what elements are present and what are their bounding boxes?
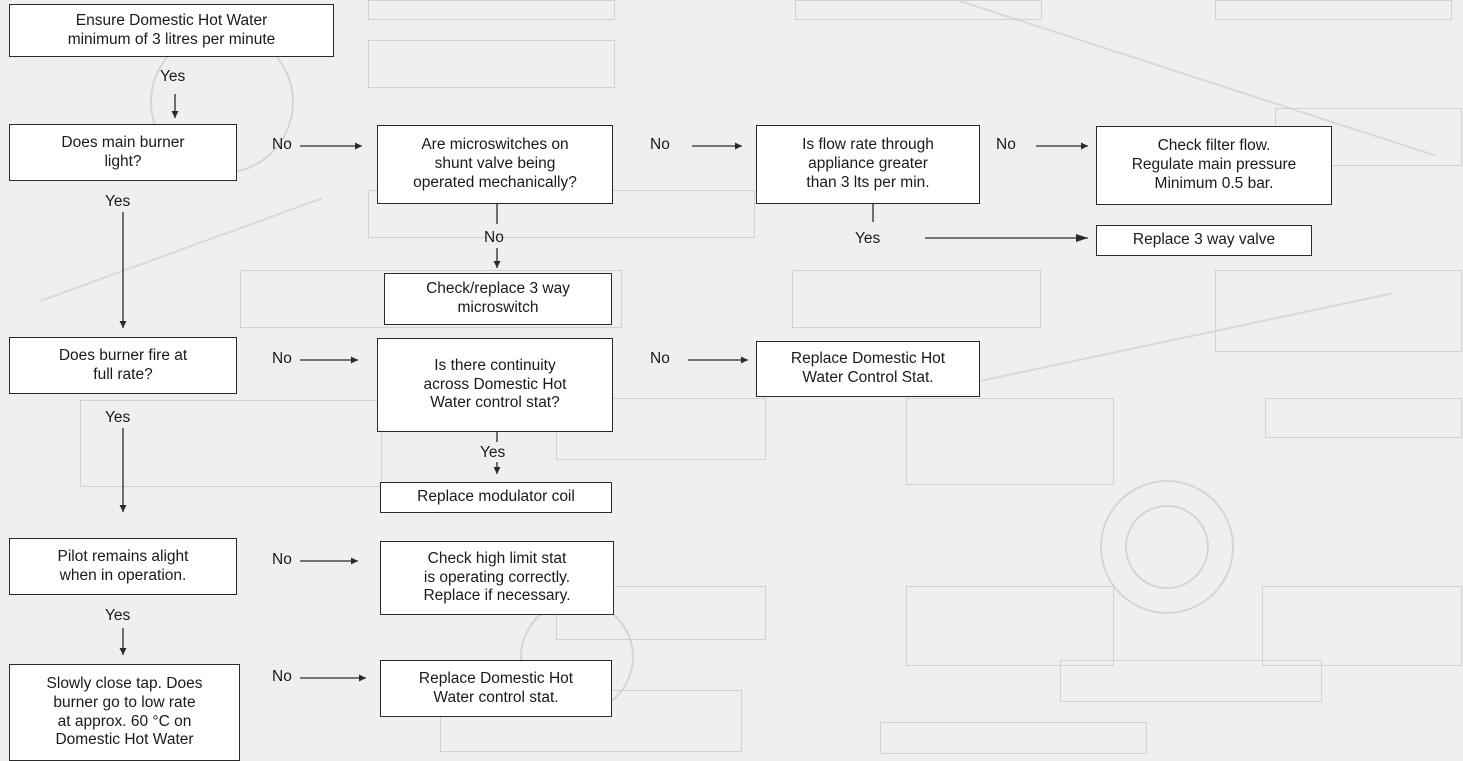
pilot-box: Pilot remains alight when in operation. [9,538,237,595]
ensure-flow-box: Ensure Domestic Hot Water minimum of 3 l… [9,4,334,57]
high-limit-box: Check high limit stat is operating corre… [380,541,614,615]
yes-label: Yes [105,193,131,210]
main-burner-box: Does main burner light? [9,124,237,181]
replace-3way-valve-box: Replace 3 way valve [1096,225,1312,256]
no-label: No [650,136,670,153]
no-label: No [996,136,1016,153]
yes-label: Yes [480,444,506,461]
check-filter-box: Check filter flow. Regulate main pressur… [1096,126,1332,205]
modulator-coil-box: Replace modulator coil [380,482,612,513]
replace-dhw-stat-box-1: Replace Domestic Hot Water Control Stat. [756,341,980,397]
no-label: No [484,229,504,246]
yes-label: Yes [105,607,131,624]
no-label: No [272,551,292,568]
check-microswitch-box: Check/replace 3 way microswitch [384,273,612,325]
microswitches-box: Are microswitches on shunt valve being o… [377,125,613,204]
yes-label: Yes [160,68,186,85]
no-label: No [272,350,292,367]
continuity-box: Is there continuity across Domestic Hot … [377,338,613,432]
yes-label: Yes [855,230,881,247]
yes-label: Yes [105,409,131,426]
no-label: No [272,136,292,153]
no-label: No [650,350,670,367]
replace-dhw-stat-box-2: Replace Domestic Hot Water control stat. [380,660,612,717]
flow-rate-box: Is flow rate through appliance greater t… [756,125,980,204]
no-label: No [272,668,292,685]
full-rate-box: Does burner fire at full rate? [9,337,237,394]
slowly-close-box: Slowly close tap. Does burner go to low … [9,664,240,761]
